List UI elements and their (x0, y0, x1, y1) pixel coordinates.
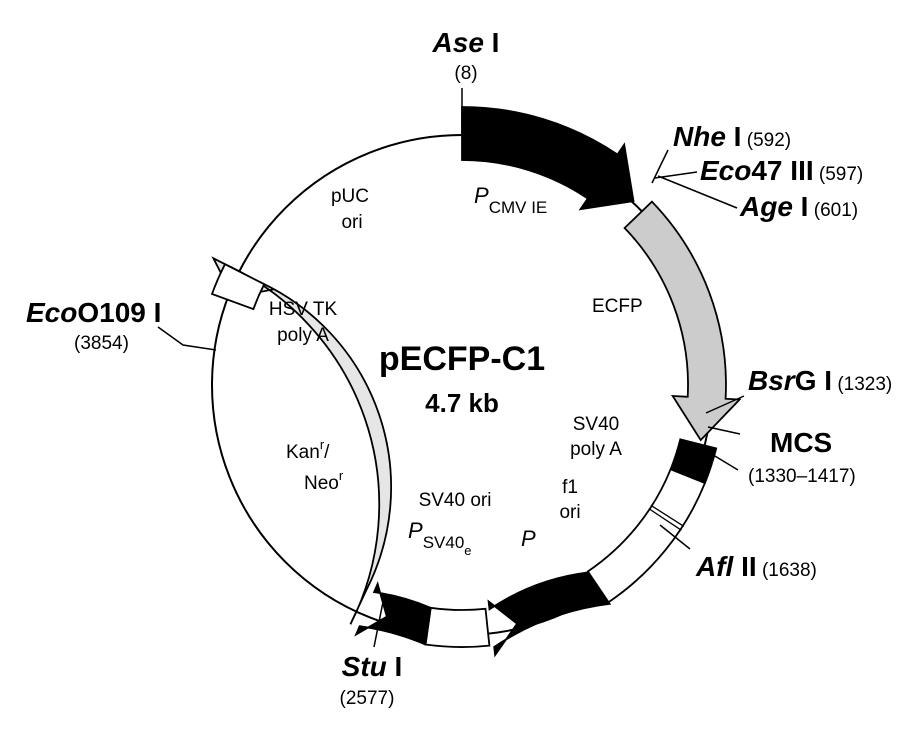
feature-label-kan-neo-2: Neor (304, 468, 344, 494)
feature-label-sv40-polya-2: poly A (570, 439, 622, 460)
site-label-eco0109-i: EcoO109 I (26, 297, 161, 328)
site-label-eco47-iii: Eco47 III (597) (700, 155, 863, 186)
leader-eco0109-i (157, 326, 217, 351)
feature-label-sv40-polya-1: SV40 (573, 414, 619, 435)
f1-ori-block (586, 468, 707, 604)
afl-ii-cut-mark-1 (650, 504, 685, 527)
feature-label-ecfp: ECFP (592, 296, 643, 317)
leader-nhe-i (651, 149, 669, 184)
site-leader-lines (157, 88, 745, 648)
afl-ii-cut-mark-2 (648, 508, 682, 531)
feature-label-hsv-tk-1: HSV TK (269, 299, 338, 320)
leader-mcs-2 (699, 446, 739, 471)
site-label-age-i: Age I (601) (739, 191, 858, 222)
psv40-promoter-arrow (354, 581, 432, 646)
feature-label-psv40: PSV40e (408, 518, 472, 558)
pcmv-promoter-arrow (461, 106, 635, 211)
site-label-nhe-i: Nhe I (592) (673, 121, 791, 152)
site-label-ase-i: Ase I (432, 27, 500, 58)
leader-afl-ii (659, 524, 691, 550)
feature-label-puc-ori-1: pUC (331, 186, 369, 207)
site-label-mcs: MCS (770, 427, 832, 458)
feature-label-p-f1: P (521, 526, 536, 551)
sv40-ori-block (424, 606, 491, 648)
plasmid-size: 4.7 kb (425, 388, 499, 418)
feature-label-pcmv: PCMV IE (474, 183, 547, 217)
feature-label-f1-ori-1: f1 (562, 477, 578, 498)
site-label-afl-ii: Afl II (1638) (695, 551, 817, 582)
feature-shapes (210, 106, 742, 658)
feature-label-f1-ori-2: ori (559, 502, 580, 523)
plasmid-name: pECFP-C1 (379, 340, 545, 378)
site-position-eco0109-i: (3854) (74, 333, 129, 354)
site-label-bsrg-i: BsrG I (1323) (748, 365, 892, 396)
feature-label-puc-ori-2: ori (341, 212, 362, 233)
hsv-tk-polya-block (210, 262, 266, 311)
site-position-mcs: (1330–1417) (748, 466, 856, 487)
leader-age-i (657, 175, 738, 209)
feature-label-kan-neo-1: Kanr/ (286, 437, 330, 463)
ecfp-gene-arrow (623, 200, 742, 442)
leader-bsrg-i (705, 395, 745, 414)
feature-label-hsv-tk-2: poly A (277, 325, 329, 346)
p-f1-promoter-arrow (487, 571, 612, 658)
leader-stu-i (373, 601, 384, 648)
feature-label-sv40-ori: SV40 ori (419, 490, 492, 511)
site-label-stu-i: Stu I (342, 651, 403, 682)
site-position-stu-i: (2577) (340, 688, 395, 709)
kan-neo-gene-arrow (211, 256, 392, 625)
leader-mcs-1 (707, 426, 741, 435)
site-position-ase-i: (8) (454, 63, 477, 84)
